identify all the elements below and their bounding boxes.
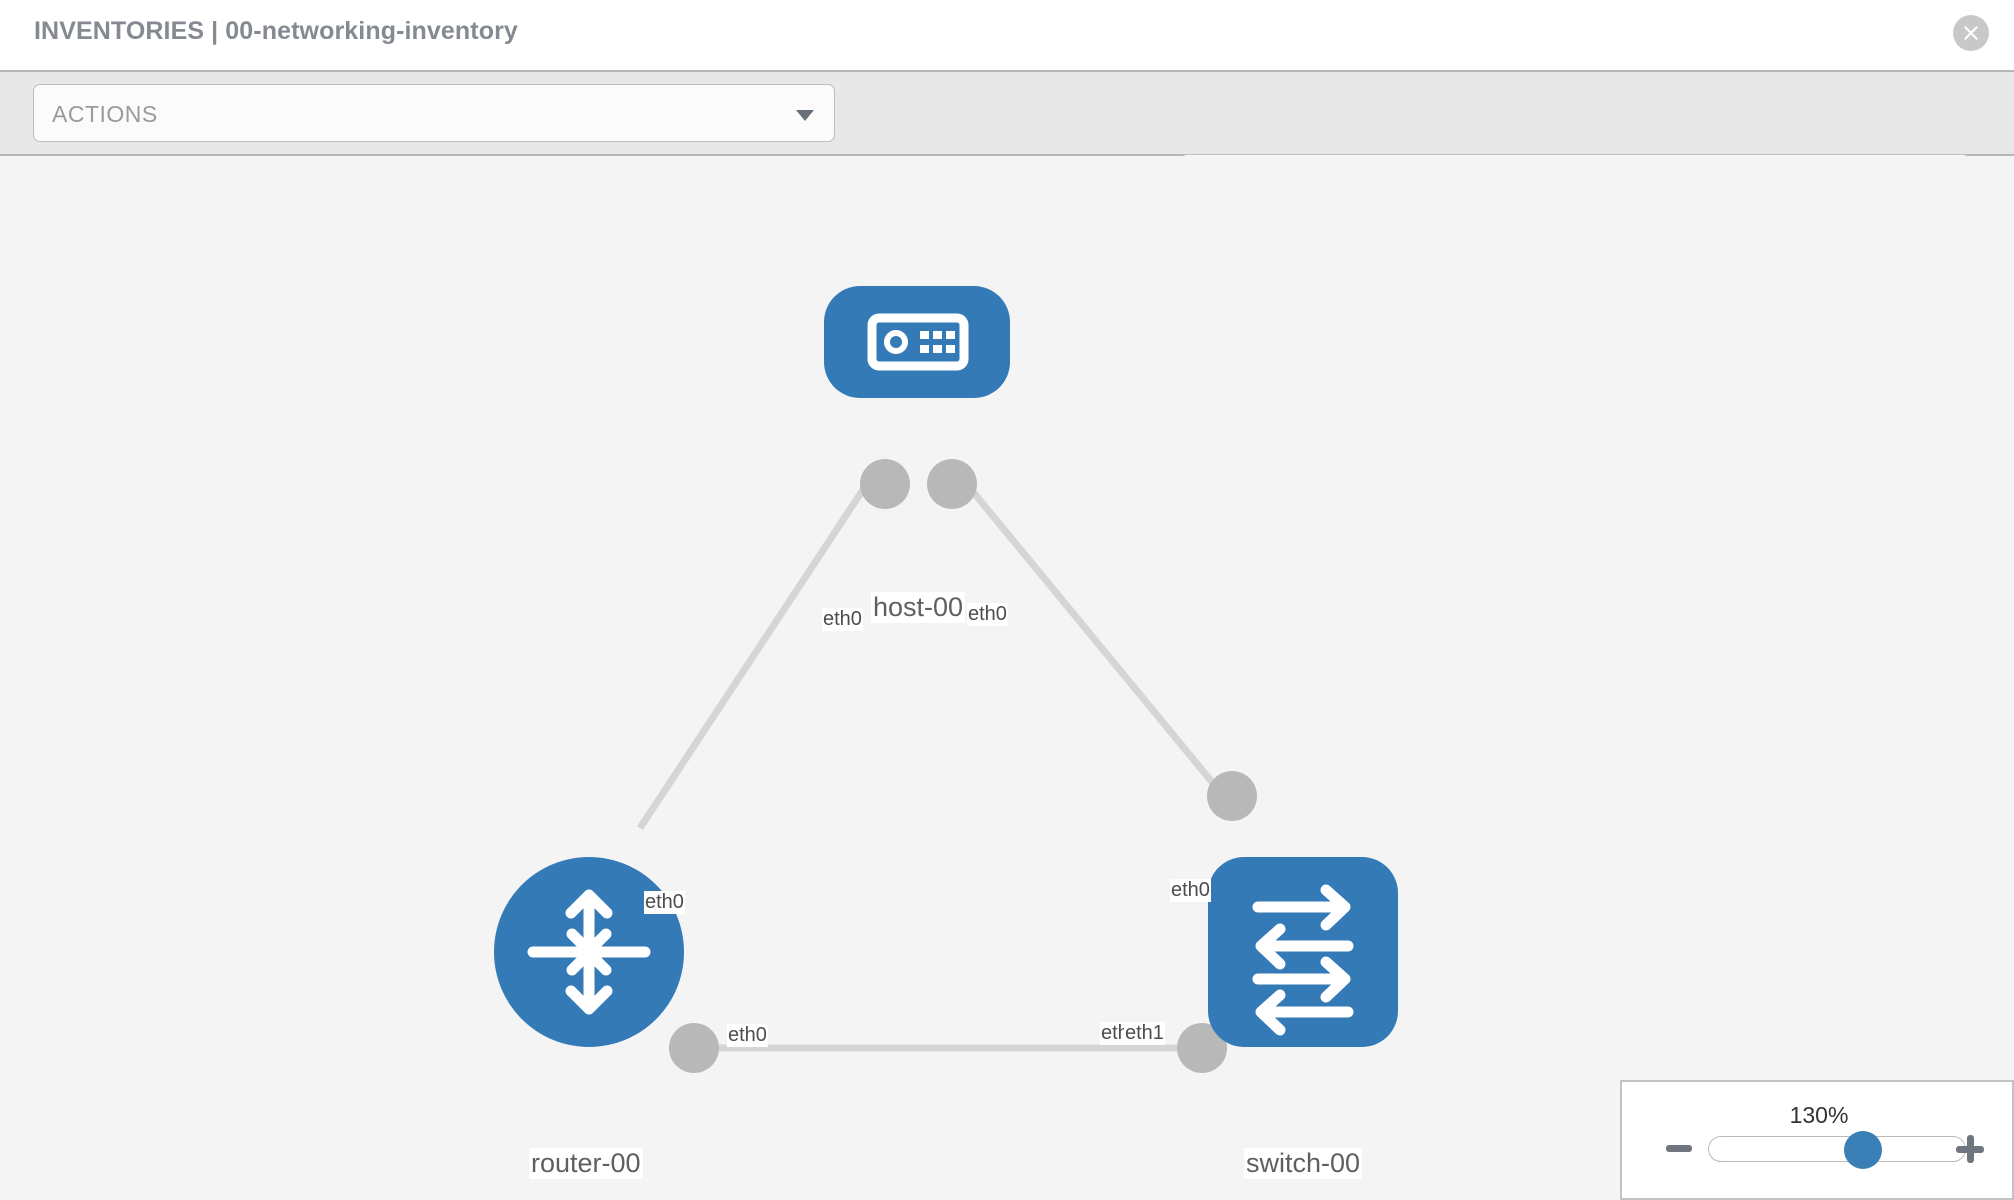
iface-label-router00-right: eth0	[727, 1024, 768, 1047]
actions-dropdown-label: ACTIONS	[52, 101, 158, 127]
minus-icon[interactable]	[1666, 1145, 1692, 1152]
router-arrows-icon	[527, 889, 651, 1015]
port-switch00-topleft[interactable]	[1207, 771, 1257, 821]
node-label-host-00: host-00	[871, 592, 966, 623]
port-host00-right[interactable]	[927, 459, 977, 509]
page-title: INVENTORIES | 00-networking-inventory	[34, 17, 518, 45]
iface-label-switch00-up: eth0	[1170, 879, 1211, 902]
iface-label-host00-left: eth0	[822, 608, 863, 631]
toolbar: ACTIONS SEARCH	[0, 70, 2014, 212]
iface-label-host00-right: eth0	[967, 603, 1008, 626]
node-host-00[interactable]	[824, 286, 1010, 398]
link-host00-router00[interactable]	[637, 474, 875, 830]
node-label-switch-00: switch-00	[1244, 1148, 1363, 1179]
node-router-00[interactable]	[494, 857, 684, 1047]
node-label-router-00: router-00	[529, 1148, 643, 1179]
topology-graph	[494, 286, 1398, 1073]
port-host00-left[interactable]	[860, 459, 910, 509]
server-icon	[867, 313, 969, 371]
zoom-level-value: 130%	[1789, 1102, 1849, 1128]
chevron-down-icon	[796, 110, 814, 121]
port-router00-right[interactable]	[669, 1023, 719, 1073]
plus-icon[interactable]	[1956, 1135, 1984, 1163]
actions-dropdown[interactable]: ACTIONS	[33, 84, 835, 142]
topology-canvas[interactable]: host-00 router-00 switch-00 eth0 eth0 et…	[0, 156, 2014, 1200]
page-header: INVENTORIES | 00-networking-inventory	[0, 0, 2014, 70]
link-host00-switch00[interactable]	[957, 473, 1243, 819]
port-switch00-left[interactable]	[1177, 1023, 1227, 1073]
switch-arrows-icon	[1252, 884, 1354, 1036]
link-group	[637, 473, 1243, 1052]
close-icon[interactable]	[1953, 15, 1989, 51]
zoom-control-panel: 130%	[1620, 1080, 2014, 1200]
node-switch-00[interactable]	[1208, 857, 1398, 1047]
iface-label-router00-up: eth0	[644, 891, 685, 914]
zoom-slider-thumb[interactable]	[1844, 1131, 1882, 1169]
zoom-slider[interactable]	[1708, 1131, 1966, 1169]
port-group	[669, 459, 1257, 1073]
iface-label-switch00-left-b: eth1	[1124, 1022, 1165, 1045]
iface-label-switch00-left-a: eth	[1100, 1022, 1130, 1045]
